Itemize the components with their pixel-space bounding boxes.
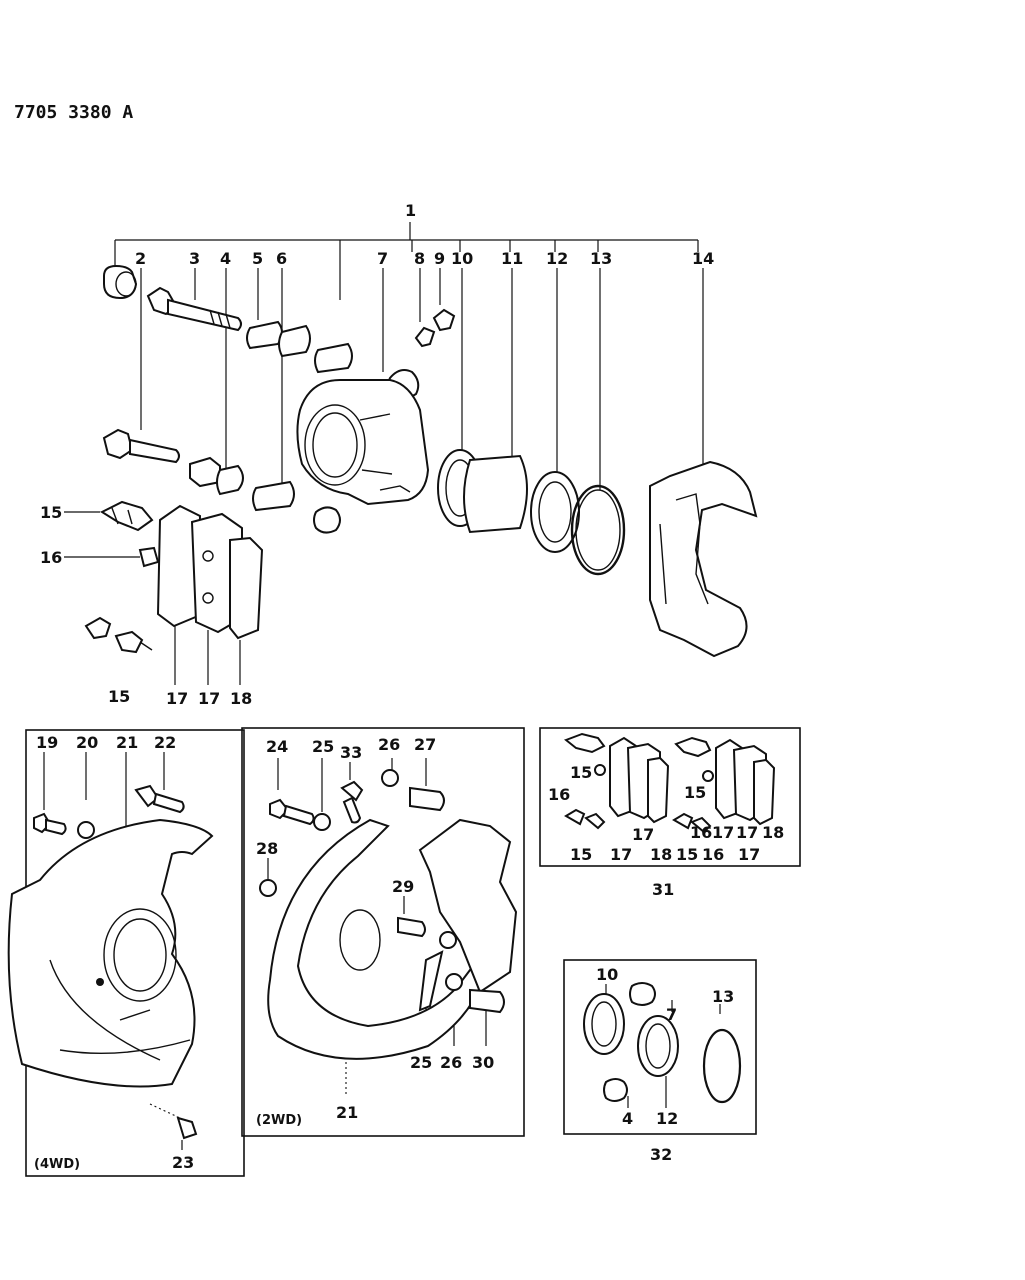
- kit31-label-15-b: 15: [684, 783, 706, 802]
- label-18: 18: [230, 689, 252, 708]
- label-11: 11: [501, 249, 523, 268]
- kit32-label-7: 7: [666, 1005, 677, 1024]
- kit31-label-17-b: 17: [632, 825, 654, 844]
- kit32-label-4: 4: [622, 1109, 633, 1128]
- label-6: 6: [276, 249, 287, 268]
- label-33: 33: [340, 743, 362, 762]
- label-15-bottom: 15: [108, 687, 130, 706]
- kit31-label-16-c: 16: [690, 823, 712, 842]
- label-19: 19: [36, 733, 58, 752]
- label-27: 27: [414, 735, 436, 754]
- kit31-label-18-b: 18: [762, 823, 784, 842]
- kit31-label-16-b: 16: [702, 845, 724, 864]
- kit31-label-17-a: 17: [610, 845, 632, 864]
- label-2: 2: [135, 249, 146, 268]
- label-21: 21: [116, 733, 138, 752]
- panel-2wd: 24 25 33 26 27 28 29 25 26 30 21 (2WD): [241, 727, 525, 1137]
- label-12: 12: [546, 249, 568, 268]
- label-29: 29: [392, 877, 414, 896]
- label-26-bottom: 26: [440, 1053, 462, 1072]
- label-17-second: 17: [198, 689, 220, 708]
- label-16: 16: [40, 548, 62, 567]
- kit31-label-18-a: 18: [650, 845, 672, 864]
- kit32-number: 32: [650, 1145, 672, 1164]
- tag-2wd: (2WD): [256, 1113, 302, 1128]
- label-9: 9: [434, 249, 445, 268]
- label-24: 24: [266, 737, 288, 756]
- label-3: 3: [189, 249, 200, 268]
- label-21-2wd: 21: [336, 1103, 358, 1122]
- kit32-label-10: 10: [596, 965, 618, 984]
- label-25-bottom: 25: [410, 1053, 432, 1072]
- kit32-label-12: 12: [656, 1109, 678, 1128]
- label-13: 13: [590, 249, 612, 268]
- tag-4wd: (4WD): [34, 1157, 80, 1172]
- label-10: 10: [451, 249, 473, 268]
- kit31-label-17-d: 17: [738, 845, 760, 864]
- label-1: 1: [405, 201, 416, 220]
- kit31-number: 31: [652, 880, 674, 899]
- main-assembly: 1 2 3 4 5 6 7 8 9 10 11 12 13 14 15 16 1…: [40, 201, 758, 708]
- label-17-first: 17: [166, 689, 188, 708]
- label-25-top: 25: [312, 737, 334, 756]
- kit-31: 15 16 15 15 17 17 18 15 16 17 17 17 18 1…: [539, 727, 801, 899]
- label-15-top: 15: [40, 503, 62, 522]
- label-20: 20: [76, 733, 98, 752]
- kit31-label-15-a: 15: [570, 763, 592, 782]
- label-4: 4: [220, 249, 231, 268]
- kit-32: 10 7 13 4 12 32: [563, 959, 757, 1164]
- label-26-top: 26: [378, 735, 400, 754]
- kit31-label-15-d: 15: [676, 845, 698, 864]
- kit32-label-13: 13: [712, 987, 734, 1006]
- label-14: 14: [692, 249, 714, 268]
- label-30: 30: [472, 1053, 494, 1072]
- diagram-code: 7705 3380 A: [14, 102, 133, 123]
- panel-4wd: 19 20 21 22 23 (4WD): [7, 729, 245, 1177]
- label-7: 7: [377, 249, 388, 268]
- label-28: 28: [256, 839, 278, 858]
- label-22: 22: [154, 733, 176, 752]
- kit31-label-17-e: 17: [736, 823, 758, 842]
- label-8: 8: [414, 249, 425, 268]
- kit31-label-17-c: 17: [712, 823, 734, 842]
- kit31-label-15-c: 15: [570, 845, 592, 864]
- kit31-label-16-a: 16: [548, 785, 570, 804]
- label-23: 23: [172, 1153, 194, 1172]
- label-5: 5: [252, 249, 263, 268]
